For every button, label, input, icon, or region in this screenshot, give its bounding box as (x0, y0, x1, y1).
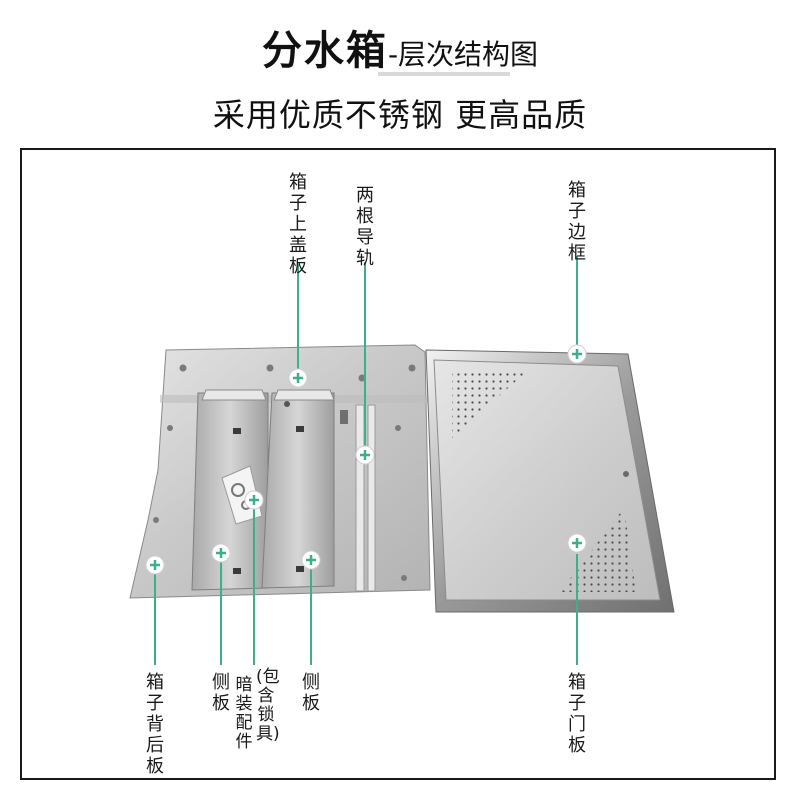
marker-side-left (211, 543, 231, 563)
rails (355, 404, 376, 592)
marker-back-panel (145, 555, 165, 575)
label-box-frame: 箱子边框 (568, 180, 586, 264)
label-side-panel-right: 侧板 (302, 672, 320, 714)
label-side-panel-left: 侧板 (212, 672, 230, 714)
title-underline (378, 72, 510, 76)
markers (145, 344, 587, 575)
door-assembly (425, 349, 675, 613)
marker-door-panel (567, 533, 587, 553)
marker-top-cover (288, 368, 308, 388)
label-top-cover: 箱子上盖板 (289, 172, 307, 277)
diagram-frame (20, 148, 776, 780)
hardware-bag (221, 465, 263, 525)
marker-box-frame (567, 344, 587, 364)
marker-side-right (301, 550, 321, 570)
label-concealed-parts: 暗装配件 (235, 675, 253, 752)
title-main: 分水箱 (261, 28, 388, 74)
marker-rails (355, 445, 375, 465)
side-panel-right (261, 389, 335, 589)
label-door-panel: 箱子门板 (568, 672, 586, 756)
label-back-panel: 箱子背后板 (146, 672, 164, 777)
page-title: 分水箱-层次结构图 (0, 18, 800, 76)
label-concealed-parts-note: (包含锁具) (256, 667, 280, 744)
annotation-lines (154, 256, 578, 665)
subtitle: 采用优质不锈钢 更高品质 (212, 96, 588, 134)
label-rails: 两根导轨 (356, 185, 374, 269)
title-sub: -层次结构图 (387, 38, 539, 71)
marker-concealed-parts (244, 490, 264, 510)
